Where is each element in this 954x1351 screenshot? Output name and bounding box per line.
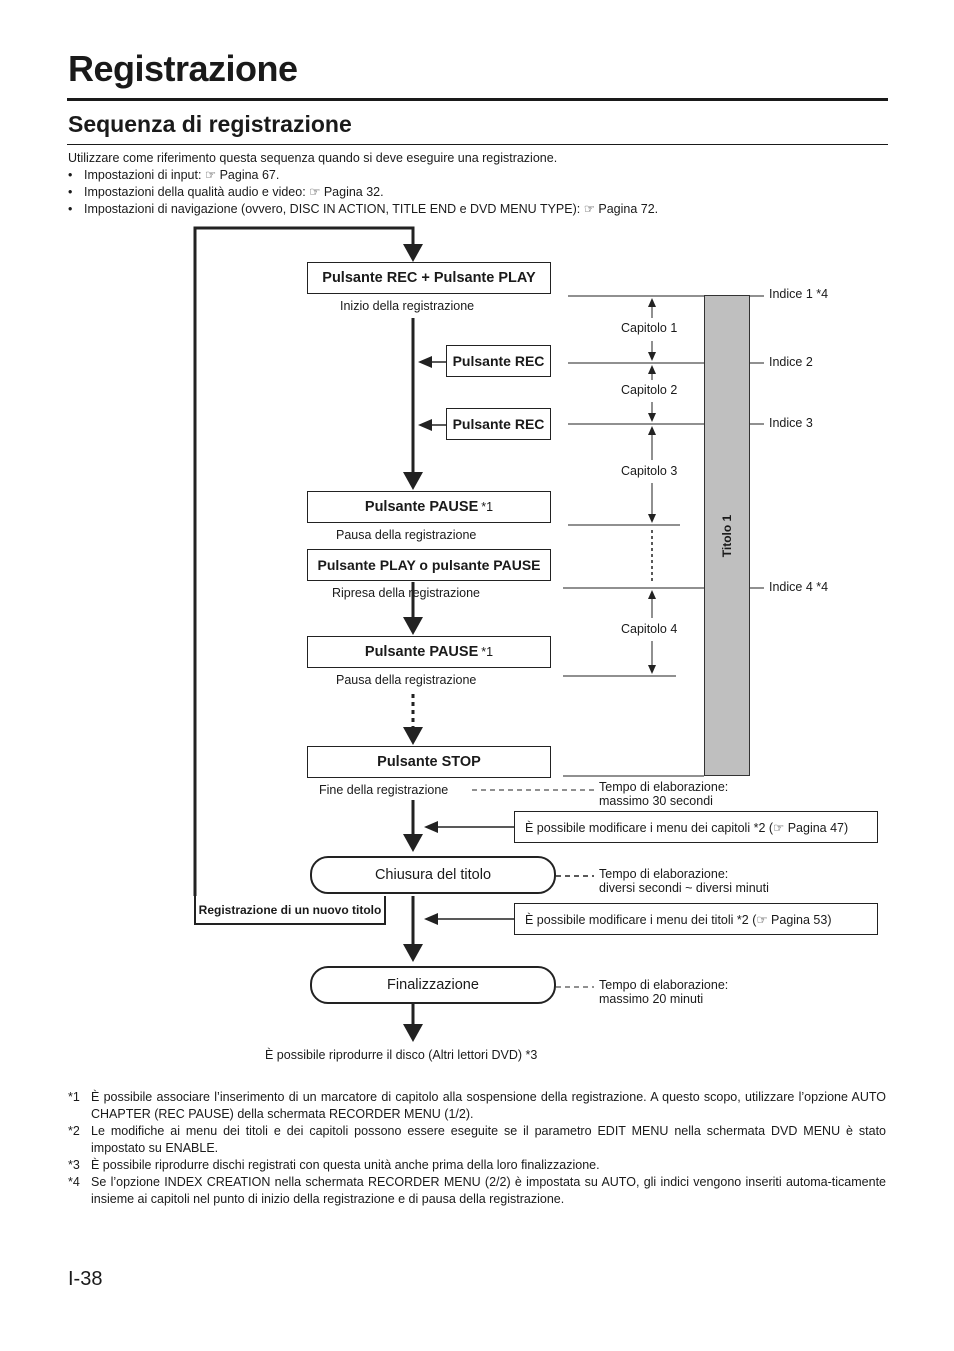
footnote: *3 È possibile riprodurre dischi registra… (68, 1157, 886, 1174)
chapter-label: Capitolo 1 (621, 321, 678, 335)
processing-time-label: Tempo di elaborazione: (599, 867, 729, 881)
finalization-box: Finalizzazione (310, 966, 556, 1004)
pause-button-box-1: Pulsante PAUSE*1 (307, 491, 551, 523)
processing-time-value: diversi secondi ~ diversi minuti (599, 881, 769, 895)
footnote-ref: *1 (481, 500, 494, 514)
chapter-label: Capitolo 4 (621, 622, 678, 636)
start-recording-label: Inizio della registrazione (340, 299, 475, 313)
page-number: I-38 (68, 1268, 103, 1290)
footnote-text: È possibile associare l’inserimento di u… (91, 1090, 886, 1121)
index-label: Indice 4 *4 (769, 580, 829, 594)
pause-label: Pulsante PAUSE (364, 499, 479, 515)
index-label: Indice 2 (769, 355, 813, 369)
processing-time-value: massimo 30 secondi (599, 794, 713, 808)
footnote-key: *3 (68, 1158, 80, 1172)
chapter-menu-note-text: È possibile modificare i menu dei capito… (525, 820, 849, 835)
index-label: Indice 3 (769, 416, 813, 430)
rec-label: Pulsante REC (452, 416, 545, 432)
intro-block: Utilizzare come riferimento questa seque… (68, 150, 658, 218)
section-rule (67, 144, 888, 145)
pause-button-box-2: Pulsante PAUSE*1 (307, 636, 551, 668)
pause-recording-label: Pausa della registrazione (336, 528, 477, 542)
footnotes: *1 È possibile associare l’inserimento di… (68, 1089, 886, 1208)
footnote-key: *4 (68, 1175, 80, 1189)
intro-bullet: Impostazioni di navigazione (ovvero, DIS… (68, 201, 658, 218)
new-title-loop-text: Registrazione di un nuovo titolo (198, 902, 382, 917)
chapter-label: Capitolo 3 (621, 464, 678, 478)
finalization-label: Finalizzazione (387, 977, 479, 993)
pause-label: Pulsante PAUSE (364, 644, 479, 660)
footnote: *1 È possibile associare l’inserimento di… (68, 1089, 886, 1123)
footnote: *2 Le modifiche ai menu dei titoli e dei … (68, 1123, 886, 1157)
play-or-pause-button-box: Pulsante PLAY o pulsante PAUSE (307, 549, 551, 581)
new-title-loop-label: Registrazione di un nuovo titolo (194, 896, 386, 925)
playback-label: È possibile riprodurre il disco (Altri l… (265, 1048, 538, 1062)
page-title: Registrazione (68, 48, 298, 89)
processing-time-value: massimo 20 minuti (599, 992, 704, 1006)
resume-recording-label: Ripresa della registrazione (332, 586, 480, 600)
pause-recording-label: Pausa della registrazione (336, 673, 477, 687)
title-bar-label: Titolo 1 (720, 514, 734, 558)
title-rule (67, 98, 888, 101)
rec-button-box-1: Pulsante REC (446, 345, 551, 377)
stop-button-box: Pulsante STOP (307, 746, 551, 778)
chapter-label: Capitolo 2 (621, 383, 678, 397)
footnote-ref: *1 (481, 645, 494, 659)
chapter-menu-note: È possibile modificare i menu dei capito… (514, 811, 878, 843)
intro-bullet: Impostazioni della qualità audio e video… (68, 184, 658, 201)
index-label: Indice 1 *4 (769, 287, 829, 301)
section-title: Sequenza di registrazione (68, 111, 352, 137)
processing-time-label: Tempo di elaborazione: (599, 978, 729, 992)
footnote-key: *1 (68, 1090, 80, 1104)
footnote: *4 Se l’opzione INDEX CREATION nella sche… (68, 1174, 886, 1208)
processing-time-label: Tempo di elaborazione: (599, 780, 729, 794)
title-closing-box: Chiusura del titolo (310, 856, 556, 894)
rec-button-box-2: Pulsante REC (446, 408, 551, 440)
rec-play-label: Pulsante REC + Pulsante PLAY (322, 270, 536, 286)
stop-label: Pulsante STOP (377, 754, 481, 770)
title-bar: Titolo 1 (704, 295, 750, 776)
play-or-pause-label: Pulsante PLAY o pulsante PAUSE (317, 557, 541, 573)
footnote-key: *2 (68, 1124, 80, 1138)
title-menu-note: È possibile modificare i menu dei titoli… (514, 903, 878, 935)
footnote-text: Se l’opzione INDEX CREATION nella scherm… (91, 1175, 886, 1206)
end-recording-label: Fine della registrazione (319, 783, 449, 797)
footnote-text: È possibile riprodurre dischi registrati… (91, 1158, 600, 1172)
footnote-text: Le modifiche ai menu dei titoli e dei ca… (91, 1124, 886, 1155)
intro-bullet: Impostazioni di input: ☞ Pagina 67. (68, 167, 658, 184)
title-menu-note-text: È possibile modificare i menu dei titoli… (525, 912, 832, 927)
intro-text: Utilizzare come riferimento questa seque… (68, 151, 558, 165)
title-closing-label: Chiusura del titolo (374, 867, 492, 883)
rec-play-button-box: Pulsante REC + Pulsante PLAY (307, 262, 551, 294)
rec-label: Pulsante REC (452, 353, 545, 369)
